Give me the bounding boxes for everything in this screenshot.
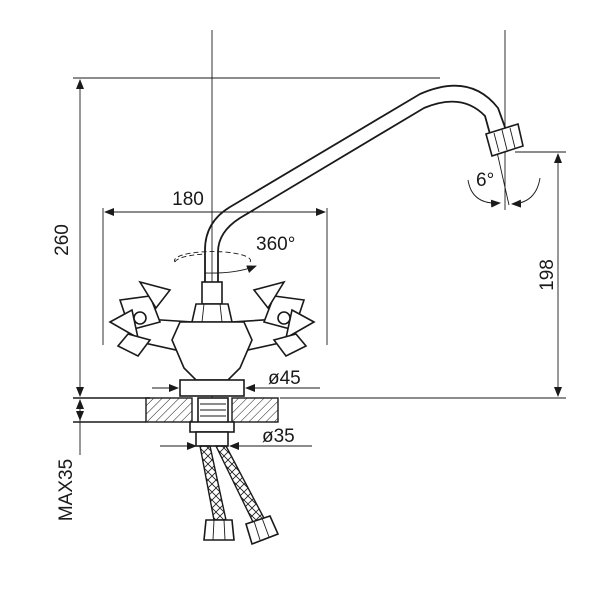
dimension-label-360-degrees: 360° [256, 234, 295, 255]
dimension-reach-180: 180 [102, 189, 328, 345]
spout-collar [191, 281, 233, 323]
spout [204, 84, 524, 282]
countertop-section [73, 397, 279, 423]
dimension-label-d35: ø35 [262, 426, 295, 447]
dimension-label-198: 198 [537, 259, 558, 291]
dimension-outlet-height-198: 198 [280, 30, 566, 399]
flexible-hoses [199, 445, 280, 546]
dimension-label-max35: MAX35 [56, 459, 77, 521]
hose-nut-right [245, 515, 280, 546]
dimension-label-6-degrees: 6° [476, 170, 494, 191]
dimension-base-diameter: ø45 [152, 368, 320, 392]
faucet-body [171, 321, 253, 397]
dimension-label-180: 180 [172, 189, 204, 210]
dimension-mount-diameter: ø35 [160, 426, 312, 450]
dimension-label-d45: ø45 [268, 368, 301, 389]
dimension-height-260: 260 [52, 77, 440, 399]
rotation-indicator: 360° [174, 234, 295, 274]
dimension-max-deck-thickness: MAX35 [56, 399, 84, 521]
dimension-label-260: 260 [52, 224, 73, 256]
left-cross-handle [108, 280, 193, 358]
mounting-stud [189, 397, 235, 447]
dimension-outlet-angle: 6° [467, 151, 541, 208]
hose-nut-left [203, 519, 235, 541]
